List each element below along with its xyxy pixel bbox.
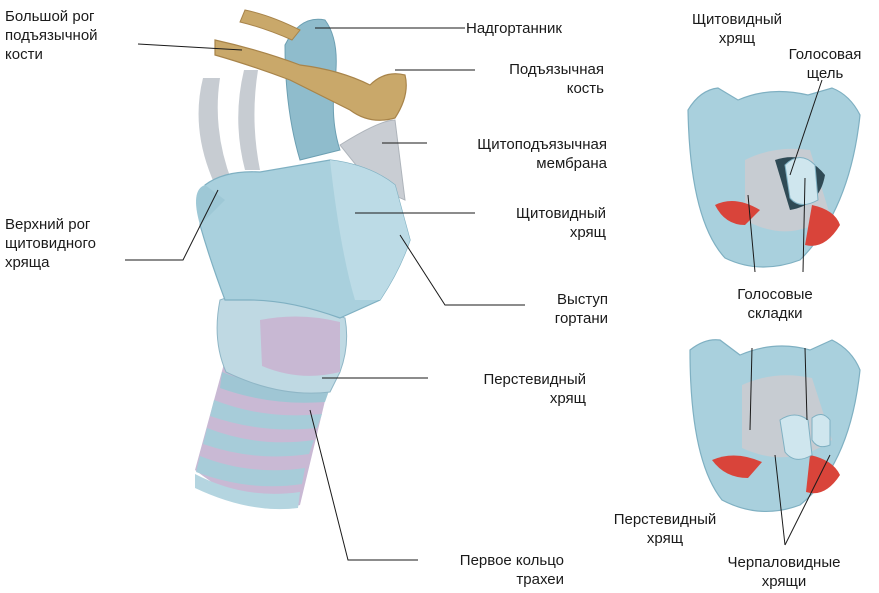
label-epiglottis: Надгортанник [466, 19, 562, 38]
label-vocal-folds: Голосовые складки [705, 285, 845, 323]
label-arytenoid-cartilages: Черпаловидные хрящи [706, 553, 862, 591]
label-cricoid-cartilage-bottom: Перстевидный хрящ [595, 510, 735, 548]
larynx-superior-view-closed [690, 340, 860, 512]
label-hyoid-bone: Подъязычная кость [472, 60, 604, 98]
larynx-superior-view-open [688, 88, 860, 267]
label-first-tracheal-ring: Первое кольцо трахеи [420, 551, 564, 589]
leader-first-tracheal-ring [310, 410, 418, 560]
larynx-lateral-view [195, 10, 410, 509]
label-hyoid-greater-horn: Большой рог подъязычной кости [5, 7, 98, 64]
label-laryngeal-prominence: Выступ гортани [520, 290, 608, 328]
label-thyroid-cartilage-top: Щитовидный хрящ [672, 10, 802, 48]
label-thyrohyoid-membrane: Щитоподъязычная мембрана [425, 135, 607, 173]
label-cricoid-cartilage-main: Перстевидный хрящ [430, 370, 586, 408]
leader-laryngeal-prominence [400, 235, 525, 305]
thyrohyoid-ligaments [199, 78, 232, 185]
label-thyroid-superior-horn: Верхний рог щитовидного хряща [5, 215, 96, 272]
label-glottis: Голосовая щель [770, 45, 879, 83]
label-thyroid-cartilage-main: Щитовидный хрящ [472, 204, 606, 242]
